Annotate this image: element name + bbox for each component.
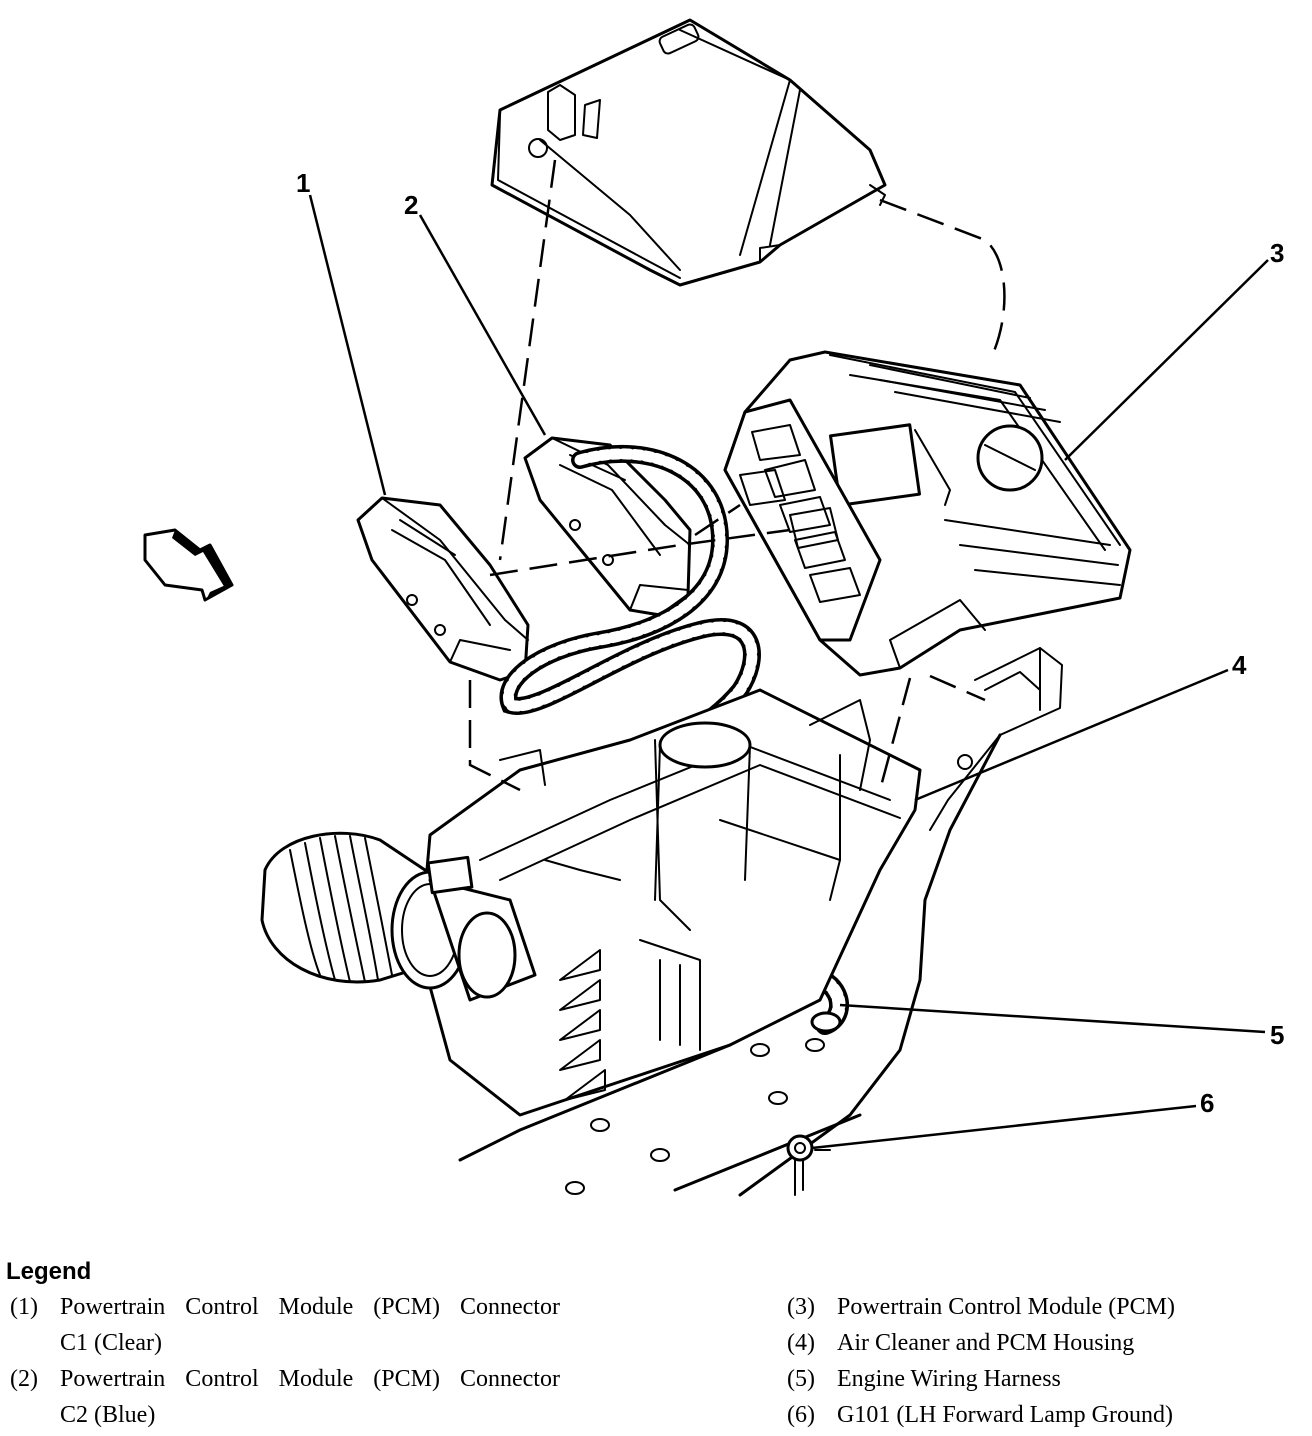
pcm-module (723, 350, 1132, 677)
assembly-dash-lines (468, 159, 1006, 792)
legend-item-2-continuation: C2 (Blue) (60, 1402, 156, 1428)
legend-item-6: (6) G101 (LH Forward Lamp Ground) (787, 1402, 1173, 1429)
legend-item-1-continuation: C1 (Clear) (60, 1330, 162, 1356)
connector-c1 (356, 496, 530, 682)
housing-cover (490, 18, 887, 287)
callout-3: 3 (1270, 238, 1284, 268)
legend-item-4: (4) Air Cleaner and PCM Housing (787, 1330, 1134, 1357)
legend-item-5-number: (5) (787, 1366, 815, 1392)
legend-item-3: (3) Powertrain Control Module (PCM) (787, 1294, 1175, 1321)
legend-item-6-number: (6) (787, 1402, 815, 1428)
legend-item-2: (2) Powertrain Control Module (PCM) Conne… (10, 1366, 560, 1393)
intake-duct (260, 831, 537, 1002)
legend-item-1-text: Powertrain Control Module (PCM) Connecto… (60, 1294, 560, 1320)
callout-5: 5 (1270, 1020, 1284, 1050)
legend-item-4-number: (4) (787, 1330, 815, 1356)
legend-item-1: (1) Powertrain Control Module (PCM) Conne… (10, 1294, 560, 1321)
legend-item-4-text: Air Cleaner and PCM Housing (837, 1330, 1135, 1356)
callout-6: 6 (1200, 1088, 1214, 1118)
legend-item-1-number: (1) (10, 1294, 38, 1320)
ground-eyelet (786, 1134, 831, 1196)
callout-2: 2 (404, 190, 418, 220)
mounting-holes (565, 1038, 825, 1195)
mounting-bracket (458, 647, 1063, 1197)
legend-item-2-number: (2) (10, 1366, 38, 1392)
legend-item-5: (5) Engine Wiring Harness (787, 1366, 1061, 1393)
direction-arrow (143, 528, 234, 602)
legend: Legend (1) Powertrain Control Module (PCM… (0, 1258, 1312, 1436)
legend-item-5-text: Engine Wiring Harness (837, 1366, 1061, 1392)
callout-4: 4 (1232, 650, 1247, 680)
exploded-view-diagram: 1 2 3 4 5 6 (143, 18, 1284, 1197)
callout-1: 1 (296, 168, 310, 198)
legend-item-6-text: G101 (LH Forward Lamp Ground) (837, 1402, 1173, 1428)
legend-title: Legend (6, 1258, 92, 1285)
air-cleaner-housing (418, 688, 922, 1117)
legend-item-3-number: (3) (787, 1294, 815, 1320)
leader-lines (308, 194, 1269, 1150)
legend-item-2-text: Powertrain Control Module (PCM) Connecto… (60, 1366, 560, 1392)
legend-item-3-text: Powertrain Control Module (PCM) (837, 1294, 1175, 1320)
